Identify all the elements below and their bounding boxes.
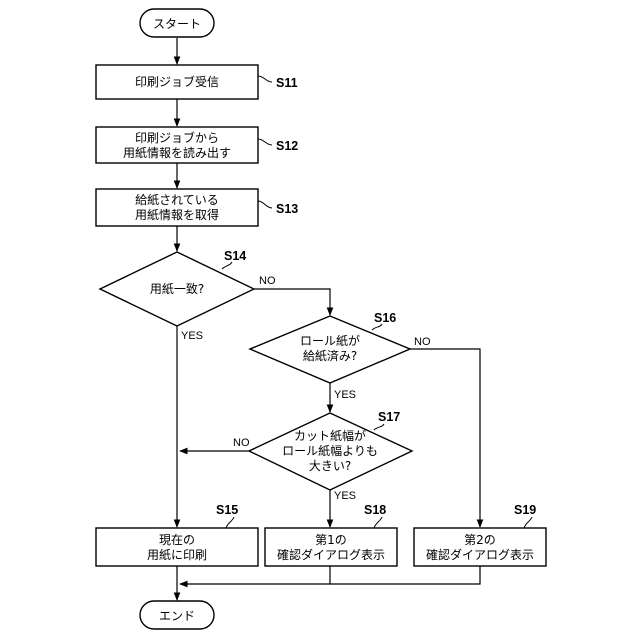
leader-s13 xyxy=(258,201,272,208)
node-s12-line2: 用紙情報を読み出す xyxy=(123,145,231,160)
node-s17-line1: カット紙幅が xyxy=(294,428,366,443)
node-s12: 印刷ジョブから 用紙情報を読み出す xyxy=(96,127,258,163)
leader-s14 xyxy=(222,262,232,269)
step-label-s19: S19 xyxy=(514,503,536,517)
branch-label-s17-yes: YES xyxy=(334,490,356,502)
step-label-s14: S14 xyxy=(224,249,246,263)
leader-s18 xyxy=(374,517,382,528)
node-s13-line2: 用紙情報を取得 xyxy=(135,207,219,222)
node-s15-line2: 用紙に印刷 xyxy=(147,547,207,562)
node-s13-line1: 給紙されている xyxy=(135,192,219,207)
node-start: スタート xyxy=(140,9,214,37)
step-label-s16: S16 xyxy=(374,311,396,325)
branch-label-s16-no: NO xyxy=(414,336,431,348)
node-s16: ロール紙が 給紙済み? xyxy=(250,316,410,383)
node-s19: 第2の 確認ダイアログ表示 xyxy=(414,528,546,566)
node-s18-line2: 確認ダイアログ表示 xyxy=(277,547,385,562)
step-label-s12: S12 xyxy=(276,139,298,153)
step-label-s11: S11 xyxy=(276,76,298,90)
node-end: エンド xyxy=(140,601,214,629)
node-s16-line2: 給紙済み? xyxy=(303,348,357,363)
node-s13: 給紙されている 用紙情報を取得 xyxy=(96,189,258,226)
node-s17-line2: ロール紙幅よりも xyxy=(282,443,378,458)
node-s17-line3: 大きい? xyxy=(309,459,351,473)
node-start-label: スタート xyxy=(153,17,201,31)
leader-s19 xyxy=(524,517,532,528)
leader-s15 xyxy=(226,517,234,528)
node-s19-line1: 第2の xyxy=(464,533,496,547)
node-s16-line1: ロール紙が xyxy=(300,333,360,348)
node-s15: 現在の 用紙に印刷 xyxy=(96,528,258,566)
node-s18-line1: 第1の xyxy=(315,533,347,547)
branch-label-s16-yes: YES xyxy=(334,389,356,401)
node-s12-line1: 印刷ジョブから xyxy=(135,130,219,145)
edge-s14-no-s16 xyxy=(254,289,330,315)
node-s11: 印刷ジョブ受信 xyxy=(96,65,258,99)
branch-label-s14-no: NO xyxy=(259,275,276,287)
node-s18: 第1の 確認ダイアログ表示 xyxy=(265,528,397,566)
node-s17: カット紙幅が ロール紙幅よりも 大きい? xyxy=(249,413,412,490)
step-label-s13: S13 xyxy=(276,202,298,216)
edge-s19-join xyxy=(330,566,480,584)
branch-label-s17-no: NO xyxy=(233,437,250,449)
node-s19-line2: 確認ダイアログ表示 xyxy=(426,547,534,562)
node-end-label: エンド xyxy=(159,609,195,623)
leader-s17 xyxy=(374,424,384,430)
node-s15-line1: 現在の xyxy=(159,533,195,547)
leader-s12 xyxy=(258,139,272,145)
node-s14-label: 用紙一致? xyxy=(150,281,204,296)
step-label-s17: S17 xyxy=(378,410,400,424)
edge-s16-no-s19 xyxy=(410,349,480,527)
leader-s11 xyxy=(258,76,272,82)
edge-s18-join xyxy=(180,566,330,584)
step-label-s15: S15 xyxy=(216,503,238,517)
node-s11-label: 印刷ジョブ受信 xyxy=(135,74,219,89)
branch-label-s14-yes: YES xyxy=(181,330,203,342)
step-label-s18: S18 xyxy=(364,503,386,517)
